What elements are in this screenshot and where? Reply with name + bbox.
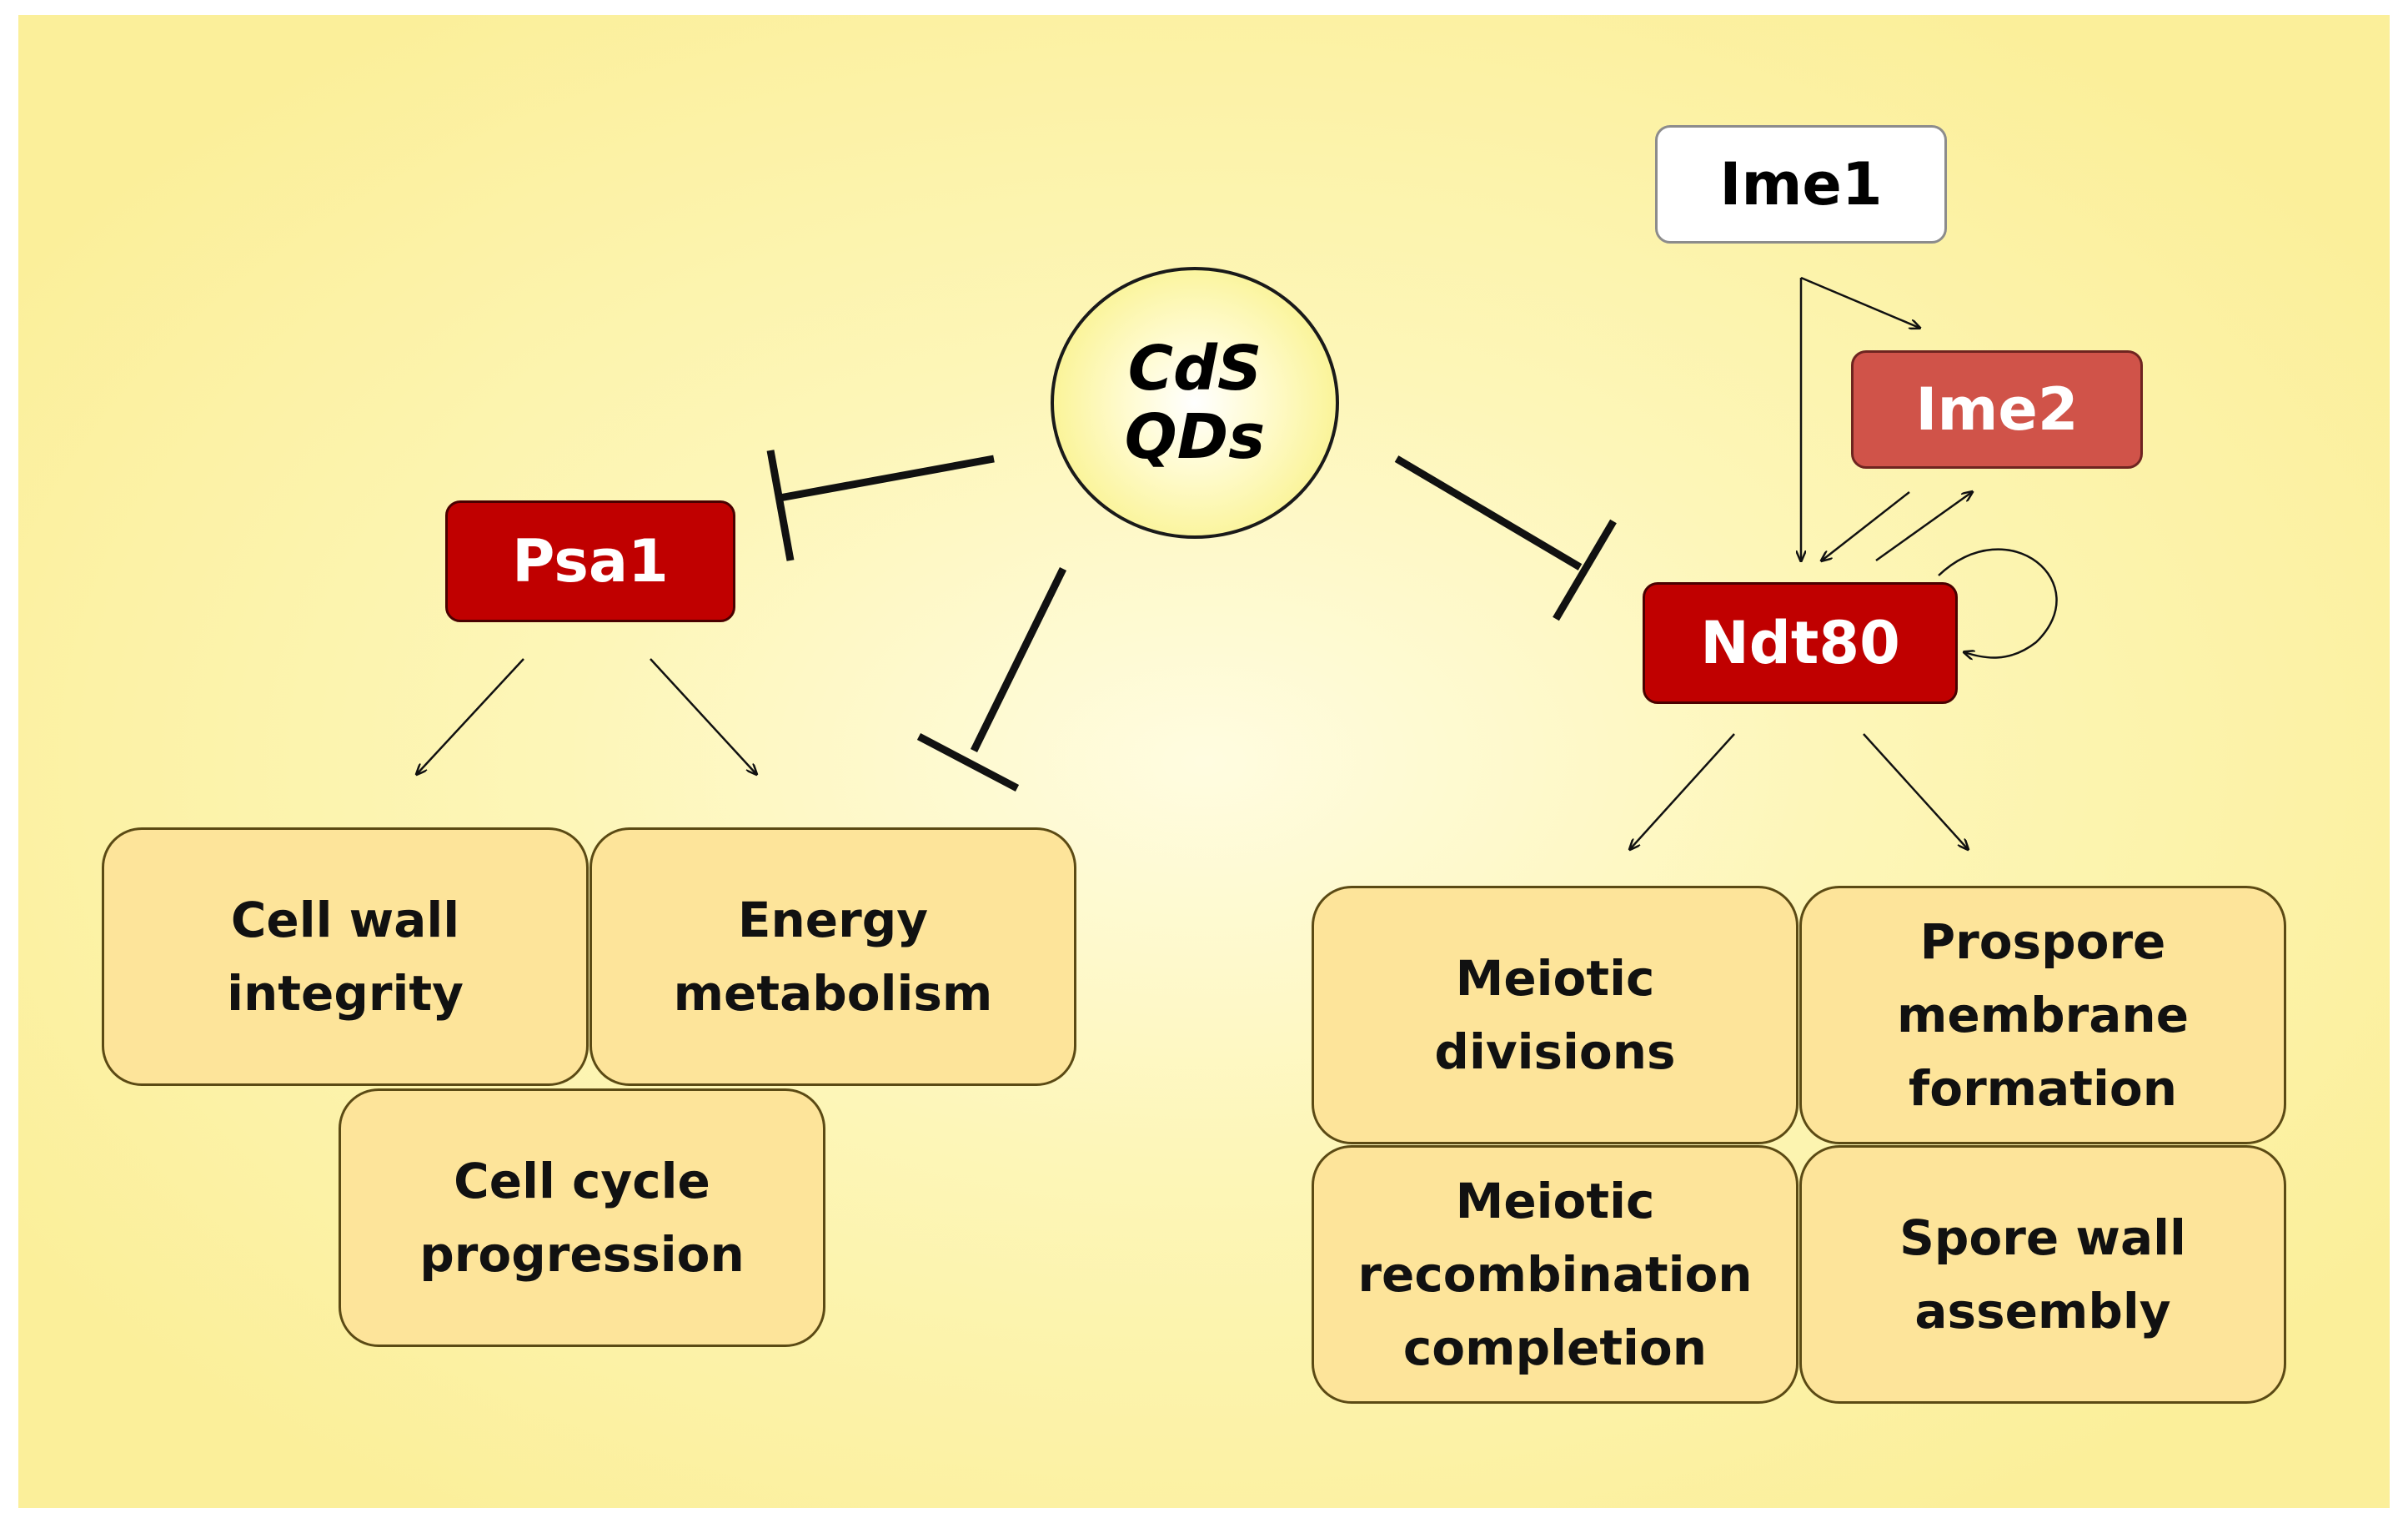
arrow-psa1-cell-wall (417, 658, 524, 774)
process-spore-wall-assembly: Spore wall assembly (1799, 1145, 2286, 1404)
process-meiotic-divisions: Meiotic divisions (1312, 886, 1798, 1144)
psa1-label: Psa1 (512, 527, 669, 596)
ime2-label: Ime2 (1915, 375, 2079, 444)
cds-qds-node: CdS QDs (1051, 267, 1339, 539)
cds-label: CdS (1127, 333, 1262, 405)
psa1-node: Psa1 (445, 500, 735, 622)
process-energy-metabolism: Energy metabolism (589, 827, 1076, 1086)
arrow-psa1-energy (650, 658, 756, 774)
inhibition-qds-ndt80 (1394, 455, 1617, 621)
process-cell-wall-integrity: Cell wall integrity (102, 827, 589, 1086)
process-cell-cycle-progression: Cell cycle progression (339, 1088, 825, 1347)
arrow-ime1-to-ime2 (1800, 276, 1919, 328)
arrow-ndt80-self-loop (1938, 548, 2058, 658)
arrow-ndt80-ime2 (1875, 492, 1972, 562)
ime2-node: Ime2 (1851, 350, 2143, 469)
ndt80-label: Ndt80 (1700, 609, 1900, 677)
arrow-ime2-ndt80 (1822, 491, 1910, 560)
qds-label: QDs (1124, 401, 1266, 473)
process-meiotic-recombination-completion: Meiotic recombination completion (1312, 1145, 1798, 1404)
ime1-label: Ime1 (1719, 150, 1883, 219)
arrow-ndt80-meiotic-divisions (1630, 733, 1735, 849)
inhibition-qds-energy-metabolism (916, 567, 1067, 792)
ndt80-node: Ndt80 (1643, 582, 1958, 704)
inhibition-qds-psa1 (766, 450, 995, 561)
process-prospore-membrane-formation: Prospore membrane formation (1799, 886, 2286, 1144)
arrow-ndt80-prospore (1863, 733, 1968, 849)
ime1-node: Ime1 (1655, 125, 1947, 244)
